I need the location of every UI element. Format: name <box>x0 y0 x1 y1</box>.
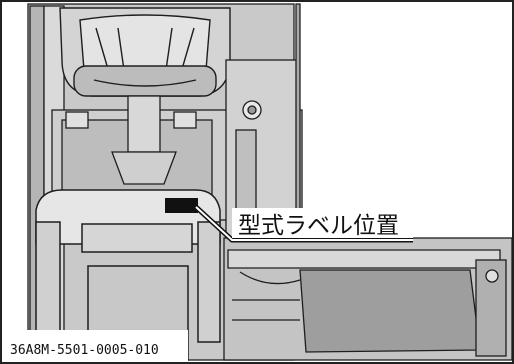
callout-label: 型式ラベル位置 <box>238 213 399 239</box>
figure-code-box <box>2 330 188 362</box>
seat-column <box>65 95 197 185</box>
seat <box>59 7 231 97</box>
callout-leader-inner <box>195 206 413 241</box>
figure-code: 36A8M-5501-0005-010 <box>10 343 159 358</box>
callout-box <box>232 208 413 238</box>
model-label-marker <box>165 198 198 213</box>
lower-assembly <box>223 237 513 361</box>
